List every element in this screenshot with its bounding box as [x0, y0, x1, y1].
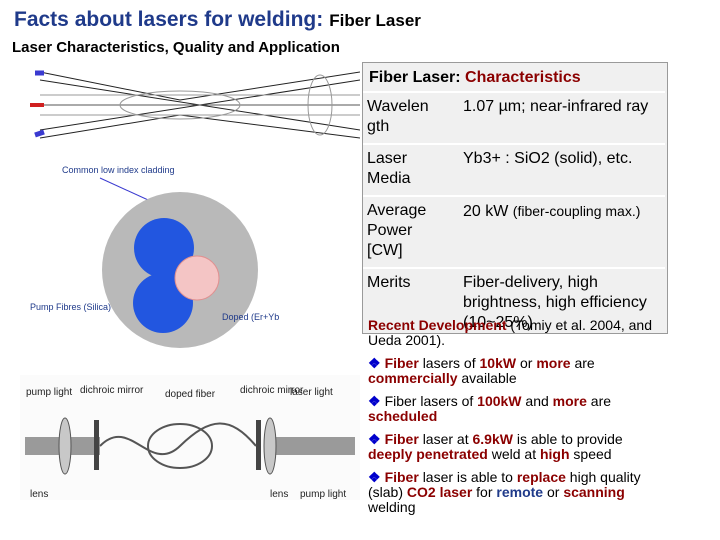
label-cladding: Common low index cladding: [62, 165, 175, 175]
row-value-main: 20 kW: [463, 203, 509, 220]
fiber-laser-schematic: pump light dichroic mirror doped fiber d…: [20, 375, 360, 500]
label-pump-light-right: pump light: [300, 489, 346, 500]
table-row: Average Power [CW] 20 kW (fiber-coupling…: [363, 195, 665, 268]
note-bullet-4: ❖Fiber laser is able to replace high qua…: [368, 469, 641, 515]
mirror-left: [94, 420, 99, 470]
pump-fibre-1: [134, 218, 194, 278]
panel-heading: Fiber Laser: Characteristics: [369, 69, 581, 87]
table-row: Wavelen gth 1.07 µm; near-infrared ray: [363, 91, 665, 144]
row-value: Fiber-delivery, high brightness, high ef…: [455, 267, 665, 339]
page-subtitle: Laser Characteristics, Quality and Appli…: [12, 39, 340, 56]
row-value: Yb3+ : SiO2 (solid), etc.: [455, 143, 665, 196]
doped-core: [174, 255, 220, 301]
label-pump: Pump Fibres (Silica): [30, 302, 111, 312]
label-lens-left: lens: [30, 489, 48, 500]
title-main: Facts about lasers for welding:: [14, 8, 324, 31]
diamond-bullet-icon: ❖: [368, 355, 381, 371]
note-bullet-1: ❖Fiber lasers of 10kW or more are commer…: [368, 355, 595, 386]
page-title: Facts about lasers for welding: Fiber Las…: [14, 8, 421, 32]
fiber-structure-figure: Common low index cladding Pump Fibres (S…: [30, 70, 360, 348]
row-value: 1.07 µm; near-infrared ray: [455, 91, 665, 144]
characteristics-table: Wavelen gth 1.07 µm; near-infrared ray L…: [363, 91, 665, 339]
pump-beam-right: [270, 437, 355, 455]
note-bullet-3: ❖Fiber laser at 6.9kW is able to provide…: [368, 431, 623, 462]
row-key: Wavelen gth: [363, 91, 455, 144]
label-doped-fiber: doped fiber: [165, 389, 216, 400]
diamond-bullet-icon: ❖: [368, 469, 381, 485]
label-dichroic-left: dichroic mirror: [80, 385, 144, 396]
recent-development-notes: Recent Development (Tomiy et al. 2004, a…: [368, 318, 668, 523]
beam-diagram: [39, 71, 360, 139]
diamond-bullet-icon: ❖: [368, 393, 381, 409]
diamond-bullet-icon: ❖: [368, 431, 381, 447]
label-dichroic-right: dichroic mirror: [240, 385, 304, 396]
fiber-coil: [99, 422, 257, 456]
label-lens-right: lens: [270, 489, 288, 500]
row-value-note: (fiber-coupling max.): [512, 203, 641, 219]
label-laser-light: laser light: [290, 387, 333, 398]
row-key: Laser Media: [363, 143, 455, 196]
label-pump-light-left: pump light: [26, 387, 72, 398]
lens-right: [263, 417, 277, 475]
label-doped: Doped (Er+Yb: [222, 312, 279, 322]
row-key: Merits: [363, 267, 455, 339]
lens-left: [58, 417, 72, 475]
table-row: Laser Media Yb3+ : SiO2 (solid), etc.: [363, 143, 665, 196]
pump-arrows: [30, 70, 45, 138]
table-row: Merits Fiber-delivery, high brightness, …: [363, 267, 665, 339]
title-suffix: Fiber Laser: [329, 11, 421, 30]
characteristics-panel: Fiber Laser: Characteristics Wavelen gth…: [362, 62, 668, 339]
panel-heading-accent: Characteristics: [465, 69, 581, 86]
note-bullet-2: ❖Fiber lasers of 100kW and more are sche…: [368, 393, 612, 424]
row-key: Average Power [CW]: [363, 195, 455, 268]
recent-development-label: Recent Development: [368, 317, 507, 333]
recent-development-line: Recent Development (Tomiy et al. 2004, a…: [368, 318, 668, 348]
row-value: 20 kW (fiber-coupling max.): [455, 195, 665, 268]
panel-heading-prefix: Fiber Laser:: [369, 69, 461, 86]
mirror-right: [256, 420, 261, 470]
recent-development-citation: (Tomiy et al. 2004, and Ueda 2001).: [368, 317, 653, 348]
